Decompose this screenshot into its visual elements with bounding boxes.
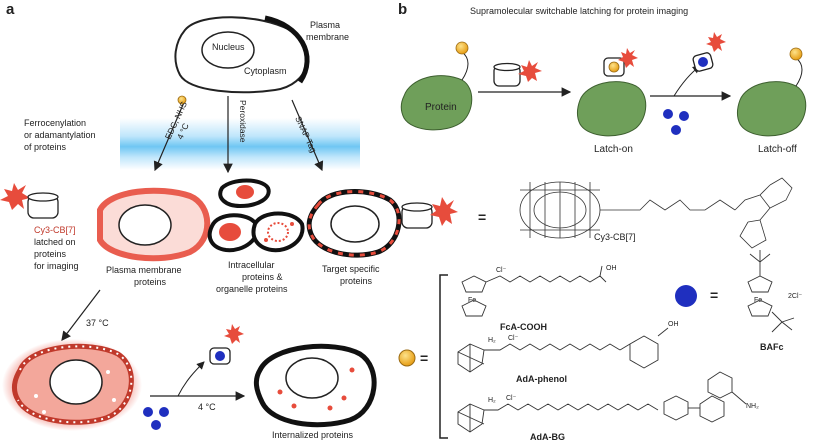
intracellular-label-2: proteins & [242,272,283,282]
bafc-label: BAFc [760,342,784,352]
cy3-barrel-legend-icon [401,197,458,229]
glowing-cell [2,339,142,431]
adabg-cl: Cl⁻ [506,395,517,402]
cy3-desc-2: proteins [34,249,67,259]
latch-off-label: Latch-off [758,144,797,155]
released-complex-icon [692,32,726,72]
pm-proteins-label-2: proteins [134,277,167,287]
adaphenol-oh: OH [668,321,679,328]
target-label-2: proteins [340,276,373,286]
labeling-title-1: Ferrocenylation [24,118,86,128]
intracellular-cells [207,178,305,253]
internalized-cell [253,343,377,428]
peroxidase-label: Peroxidase [238,100,248,143]
nucleus-label: Nucleus [212,42,245,52]
equals-label: = [420,350,428,366]
target-label-1: Target specific [322,264,380,274]
bafc-balls-icon [143,407,169,430]
bafc-legend-icon [675,285,697,307]
adaphenol-cl: Cl⁻ [508,335,519,342]
panel-b-title: Supramolecular switchable latching for p… [470,6,688,16]
protein-label: Protein [425,102,457,113]
panel-a-letter: a [6,1,15,18]
bafc-balls-b-icon [663,109,689,135]
temp37-label: 37 °C [86,318,109,328]
bafc-fe: Fe [754,297,762,304]
cytoplasm-label: Cytoplasm [244,66,287,76]
internalized-label: Internalized proteins [272,430,354,440]
panel-b-letter: b [398,1,407,18]
bafc-structure [747,250,795,333]
nucleus-shape [201,31,255,69]
adabg-structure [457,371,747,433]
target-specific-cell [306,189,402,258]
labeling-title-2: or adamantylation [24,130,96,140]
equals-cy3: = [478,209,486,225]
adabg-label: AdA-BG [530,432,565,442]
cy3-desc-1: latched on [34,237,76,247]
protein-2 [576,48,647,137]
fca-cl: Cl⁻ [496,267,507,274]
label-ball-legend-icon [398,349,416,367]
cy3-desc-3: for imaging [34,261,79,271]
plasma-membrane-label-1: Plasma [310,20,340,30]
temp4-label: 4 °C [198,402,216,412]
compound-bracket [439,274,448,439]
intracellular-label-1: Intracellular [228,260,275,270]
adabg-h2n: H₂ [488,397,496,404]
cy3-barrel-reagent-icon [493,60,542,87]
adaphenol-label: AdA-phenol [516,374,567,384]
snap-arrow [291,99,324,172]
edc-arrow [153,99,186,172]
bafc-curve-arrow [177,361,205,397]
fca-label: FcA-COOH [500,322,547,332]
fca-structure [461,265,607,317]
latched-complex-icon [209,324,244,365]
cy3-label: Cy3-CB[7] [34,225,76,235]
temp37-arrow [61,289,101,341]
adaphenol-h2n: H₂ [488,337,496,344]
protein-1 [400,41,473,131]
plasma-membrane-label-2: membrane [306,32,349,42]
intracellular-label-3: organelle proteins [216,284,288,294]
bafc-2cl: 2Cl⁻ [788,293,803,300]
equals-bafc: = [710,287,718,303]
latch-on-label: Latch-on [594,144,633,155]
fca-oh: OH [606,265,617,272]
top-cell [174,15,310,94]
pm-proteins-label-1: Plasma membrane [106,265,182,275]
cy3-structure-name: Cy3-CB[7] [594,232,636,242]
labeling-title-3: of proteins [24,142,67,152]
pm-protein-cell [97,187,211,262]
adabg-nh2: NH₂ [746,403,759,410]
cy3-barrel-icon [0,183,59,219]
adaphenol-structure [457,327,669,373]
protein-3 [736,47,807,137]
fca-fe: Fe [468,297,476,304]
label-ball-icon [177,95,187,105]
cucurbituril-structure [519,177,793,249]
